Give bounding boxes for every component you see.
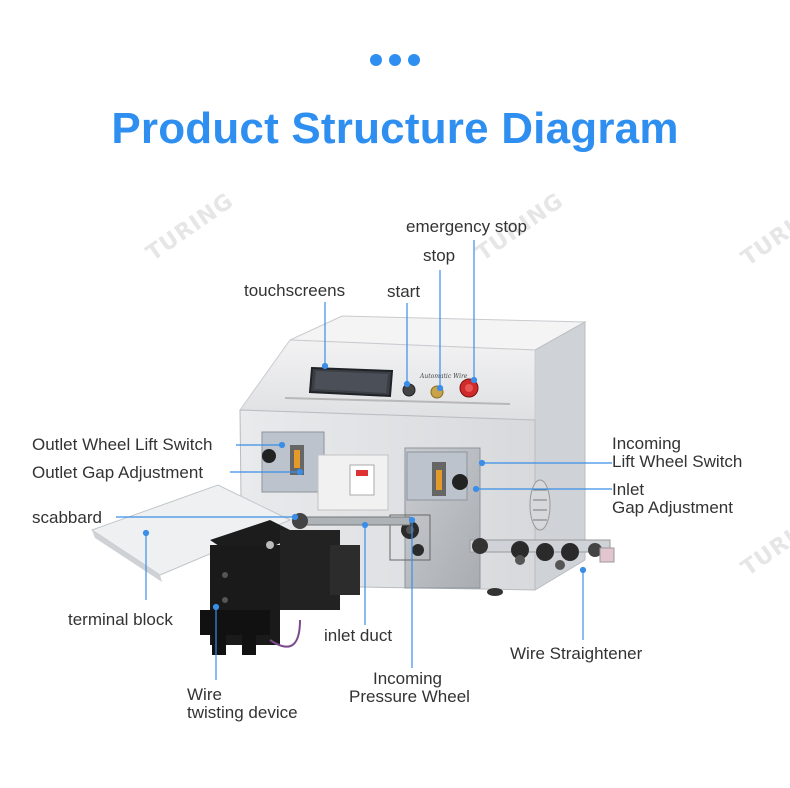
dot [389, 54, 401, 66]
vent [529, 479, 551, 531]
label-incoming-lift-wheel-switch: Lift Wheel Switch [612, 452, 743, 471]
label-wire-twisting-device: twisting device [187, 703, 298, 722]
touchscreen [308, 366, 394, 398]
label-stop: stop [423, 246, 456, 265]
label-inlet-duct: inlet duct [324, 626, 393, 645]
label-touchscreens: touchscreens [244, 281, 346, 300]
label-incoming-pressure-wheel: Pressure Wheel [349, 687, 470, 706]
label-incoming-lift-wheel-switch: Incoming [612, 434, 681, 453]
dot [408, 54, 420, 66]
label-outlet-wheel-lift-switch: Outlet Wheel Lift Switch [32, 435, 213, 454]
label-wire-twisting-device: Wire [187, 685, 222, 704]
page-title: Product Structure Diagram [111, 104, 679, 153]
label-outlet-gap-adjustment: Outlet Gap Adjustment [32, 463, 204, 482]
incoming-control-plate [389, 447, 481, 589]
wire-twisting-device [200, 520, 360, 655]
label-inlet-gap-adjustment: Gap Adjustment [612, 498, 733, 517]
label-scabbard: scabbard [32, 508, 102, 527]
wire-straightener-assembly [469, 538, 615, 570]
blade-block [317, 454, 389, 511]
label-incoming-pressure-wheel: Incoming [373, 669, 442, 688]
scabbard-tray [90, 484, 292, 582]
leader-lines [116, 240, 612, 680]
label-start: start [387, 282, 421, 301]
decorative-dots [370, 54, 420, 66]
label-inlet-gap-adjustment: Inlet [612, 480, 645, 499]
panel-brand-text: Automatic Wire [419, 373, 468, 380]
outlet-control-plate [261, 431, 325, 493]
label-emergency-stop: emergency stop [406, 217, 527, 236]
label-wire-straightener: Wire Straightener [510, 644, 643, 663]
dot [370, 54, 382, 66]
label-terminal-block: terminal block [68, 610, 173, 629]
